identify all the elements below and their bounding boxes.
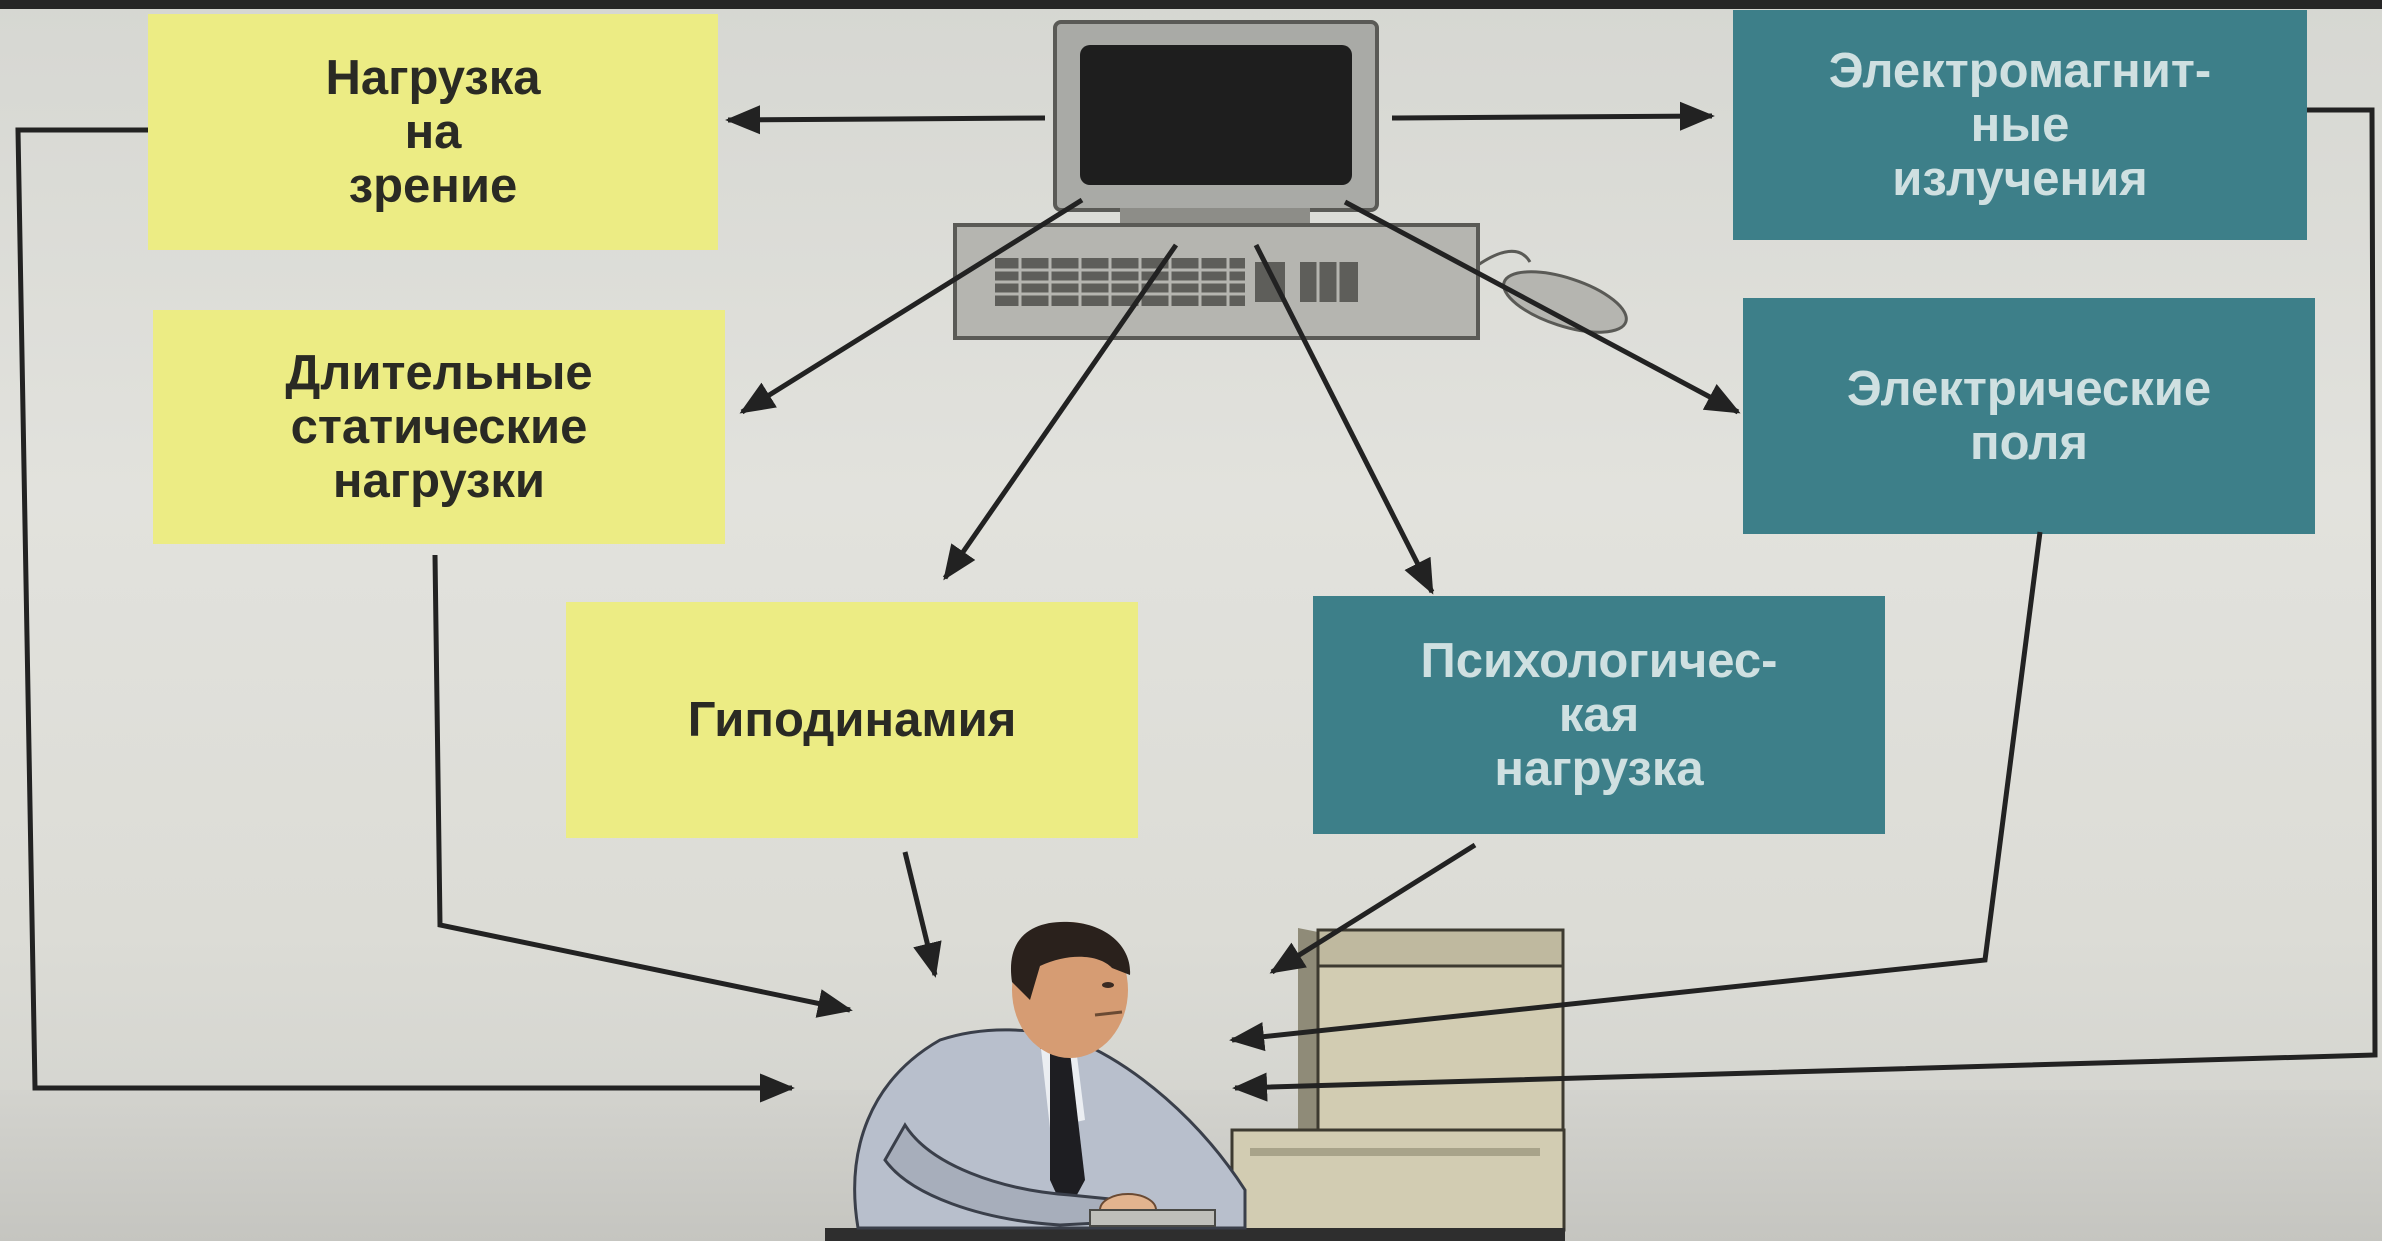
arrow-computer-to-efield xyxy=(1343,199,1741,415)
computer-icon xyxy=(953,20,1628,340)
top-rule xyxy=(0,0,2382,9)
arrow-computer-to-vision xyxy=(725,105,1046,135)
arrow-static-to-user xyxy=(432,554,853,1018)
factor-box-em-radiation: Электромагнит- ные излучения xyxy=(1733,10,2307,240)
arrow-efield-to-user xyxy=(1229,531,2043,1052)
factor-box-static-loads: Длительные статические нагрузки xyxy=(153,310,725,544)
arrow-hypo-to-user xyxy=(902,851,942,978)
factor-box-electric-fields: Электрические поля xyxy=(1743,298,2315,534)
arrow-computer-to-static xyxy=(739,197,1084,415)
arrow-em-to-user xyxy=(1232,107,2378,1102)
arrow-psych-to-user xyxy=(1269,842,1477,975)
factor-box-vision-load: Нагрузка на зрение xyxy=(148,14,718,250)
arrow-computer-to-psych xyxy=(1253,243,1435,595)
arrow-computer-to-hypo xyxy=(942,243,1179,581)
arrow-computer-to-em xyxy=(1391,101,1715,131)
factor-box-hypodynamia: Гиподинамия xyxy=(566,602,1138,838)
arrow-vision-to-user xyxy=(15,127,795,1103)
user-at-computer-icon xyxy=(825,921,1566,1241)
factor-box-psychological-load: Психологичес- кая нагрузка xyxy=(1313,596,1885,834)
